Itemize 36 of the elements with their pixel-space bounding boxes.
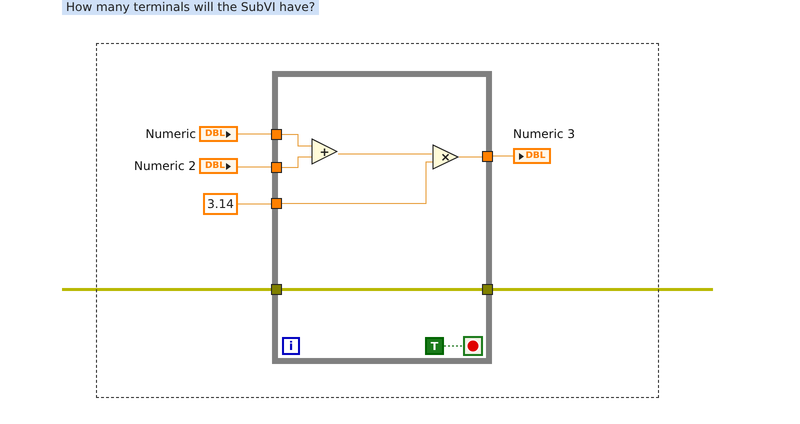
add-function [311,138,338,165]
terminal-text: 3.14 [207,198,234,210]
terminal-text: DBL [204,130,226,138]
input-tunnel [271,198,282,209]
wire [458,156,482,158]
selection-frame [96,43,659,398]
wire [62,288,271,291]
error-tunnel [271,284,282,295]
while-loop-frame [272,71,492,364]
true-constant [425,337,444,355]
terminal-label: Numeric 2 [134,159,196,173]
question-text: How many terminals will the SubVI have? [62,0,320,15]
wire [282,162,434,204]
wire [282,288,482,291]
input-tunnel [271,162,282,173]
multiply-function [432,144,459,170]
error-tunnel [482,284,493,295]
operator-symbol: + [319,146,330,158]
wire [282,156,314,168]
terminal-text: DBL [525,152,546,160]
terminal-text: i [288,340,294,352]
input-tunnel [271,129,282,140]
output-tunnel [482,151,493,162]
numeric-constant [203,193,238,215]
terminal-label: Numeric [145,127,196,141]
iteration-terminal [282,337,300,355]
wire [238,166,272,168]
operator-symbol: × [440,151,451,163]
numeric-control [199,158,238,174]
wire [282,134,314,146]
numeric-control [199,126,238,142]
wire [493,288,713,291]
terminal-text: T [430,340,438,352]
terminal-label: Numeric 3 [513,127,575,141]
terminal-text: DBL [204,162,226,170]
numeric-indicator [513,148,551,164]
